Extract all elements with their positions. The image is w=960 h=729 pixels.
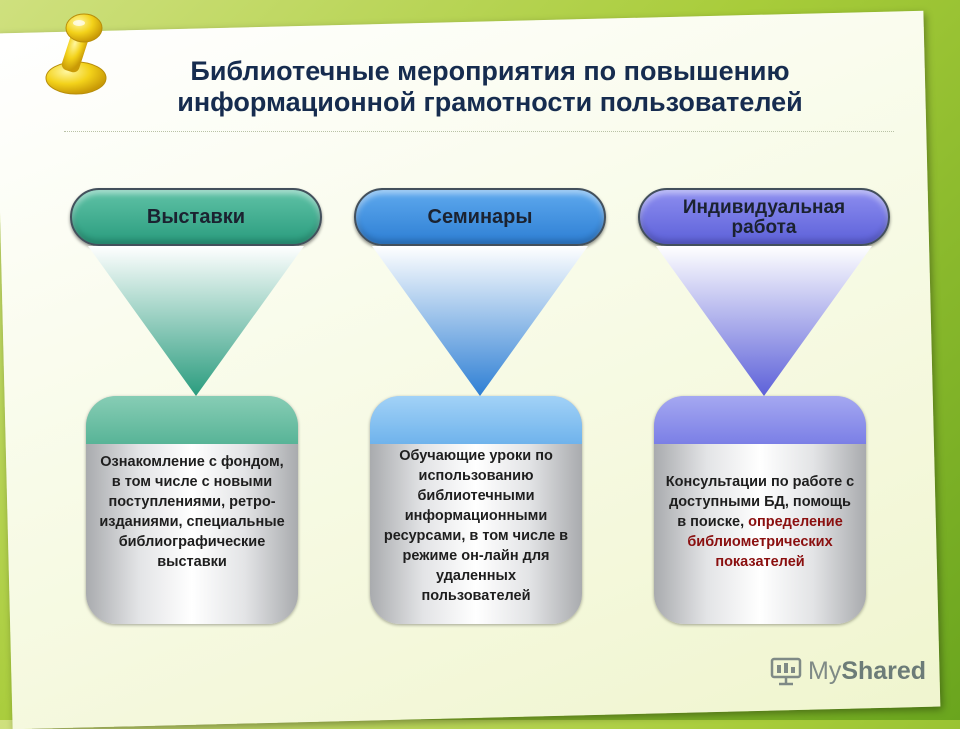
funnel-arrow (88, 246, 304, 396)
box-cap (370, 396, 582, 444)
pushpin-icon (45, 13, 107, 95)
column-individual-work: Индивидуальная работа Консультации по ра… (638, 188, 890, 628)
heading-pill: Индивидуальная работа (638, 188, 890, 246)
description-box: Ознакомление с фондом, в том числе с нов… (86, 396, 298, 624)
title-divider (64, 131, 894, 132)
funnel-arrow (656, 246, 872, 396)
heading-pill: Выставки (70, 188, 322, 246)
box-cap (654, 396, 866, 444)
presentation-board-icon (770, 657, 802, 686)
heading-pill: Семинары (354, 188, 606, 246)
page-title: Библиотечные мероприятия по повышению ин… (177, 56, 803, 117)
funnel-arrow (372, 246, 588, 396)
description-box: Обучающие уроки по использованию библиот… (370, 396, 582, 624)
box-cap (86, 396, 298, 444)
box-text: Консультации по работе с доступными БД, … (665, 474, 855, 570)
column-exhibitions: Выставки Ознакомление с фондом, в том чи… (70, 188, 322, 628)
highlighted-text: определение библиометрических показателе… (687, 514, 843, 570)
description-box: Консультации по работе с доступными БД, … (654, 396, 866, 624)
column-seminars: Семинары Обучающие уроки по использовани… (354, 188, 606, 628)
